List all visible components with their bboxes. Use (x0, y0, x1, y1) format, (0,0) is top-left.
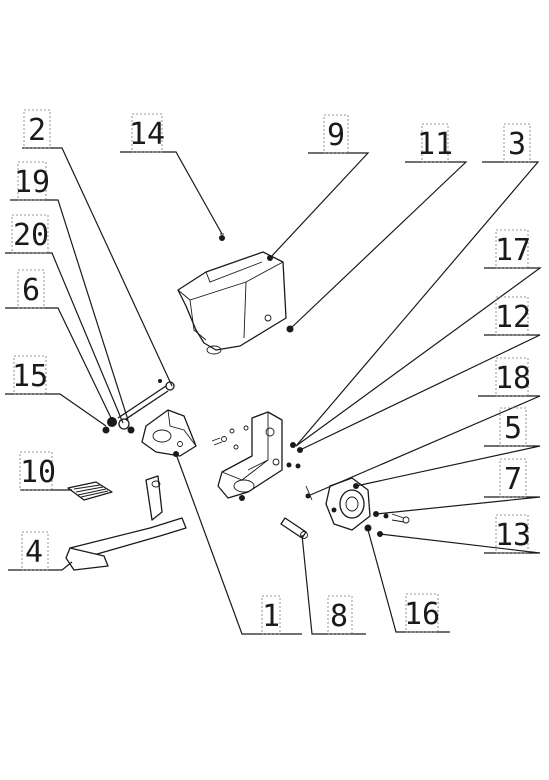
callout-12: 12 (495, 300, 531, 335)
part-7-13-16-fittings (364, 511, 410, 537)
callout-labels: 2 19 20 6 15 10 4 14 9 11 3 17 12 18 5 7 (11, 109, 531, 635)
part-8-pin (280, 517, 308, 539)
callout-8: 8 (330, 599, 348, 634)
part-3-bracket (217, 411, 283, 501)
callout-6: 6 (22, 273, 40, 308)
part-4-pedal-lever (65, 475, 187, 571)
callout-20: 20 (13, 218, 49, 253)
callout-16: 16 (404, 597, 440, 632)
part-9-cover (177, 251, 287, 355)
callout-11: 11 (417, 127, 453, 162)
part-18-stud (305, 485, 313, 501)
callout-7: 7 (504, 462, 522, 497)
callout-2: 2 (28, 113, 46, 148)
part-14-screw (219, 233, 225, 241)
callout-14: 14 (129, 117, 165, 152)
callout-4: 4 (25, 535, 43, 570)
part-10-pedal-pad (67, 481, 113, 501)
part-2-linkage-rod (102, 379, 175, 434)
callout-10: 10 (20, 455, 56, 490)
callout-5: 5 (504, 411, 522, 446)
loose-bolts (211, 425, 249, 450)
callout-17: 17 (495, 233, 531, 268)
callout-15: 15 (12, 359, 48, 394)
callout-19: 19 (14, 165, 50, 200)
part-5-valve-body (325, 477, 371, 531)
callout-9: 9 (327, 118, 345, 153)
callout-13: 13 (495, 518, 531, 553)
part-1-plate (141, 409, 197, 457)
callout-18: 18 (495, 361, 531, 396)
callout-3: 3 (508, 127, 526, 162)
callout-1: 1 (262, 599, 280, 634)
part-17-12-hardware (286, 442, 303, 469)
